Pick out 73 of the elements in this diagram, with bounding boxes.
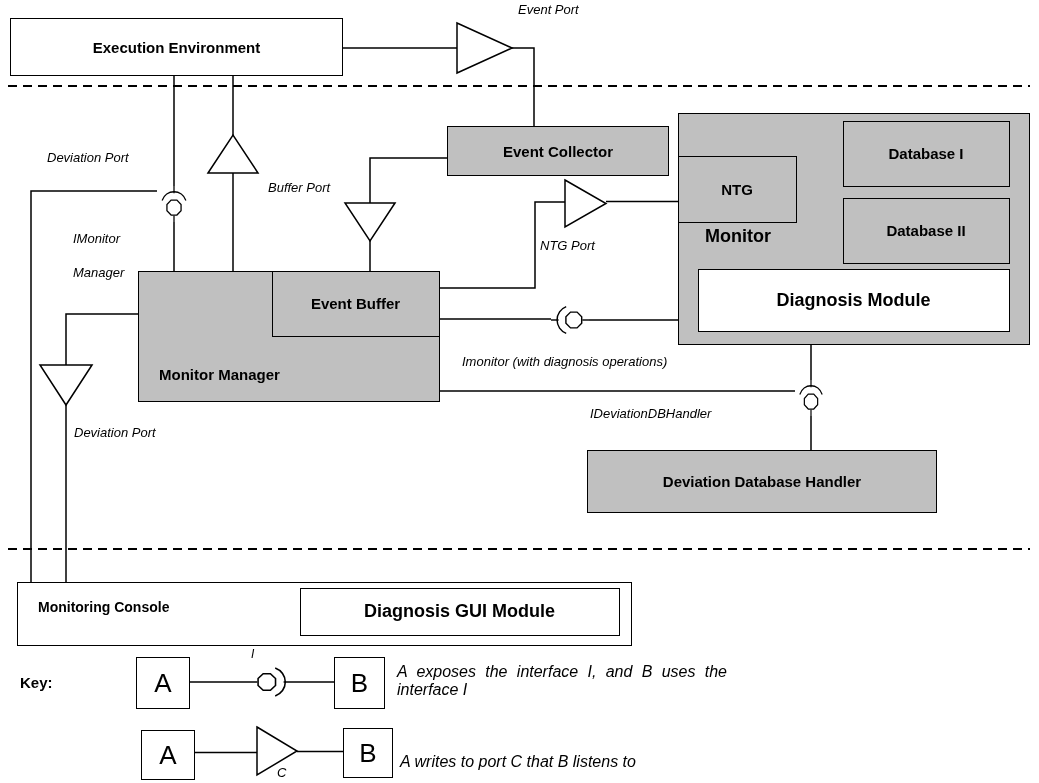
connector-line [810,415,812,451]
port-triangle [565,180,606,227]
port-label: Deviation Port [74,425,156,441]
component-box [842,120,1010,187]
port-triangle [457,23,512,73]
connector-line [810,344,812,381]
interface-label: IDeviationDBHandler [590,406,712,422]
box-label: Database I [888,145,964,162]
connector-line [30,190,158,583]
connector-line [65,313,139,366]
connector-line [232,75,234,136]
connector-line [173,75,175,187]
key-title: Key: [20,674,54,691]
port-label: C [277,765,287,781]
box-label: A [159,739,177,771]
connector-line [588,319,679,321]
connector-line [605,200,679,203]
connector-line [511,47,535,127]
box-label: Event Buffer [310,295,401,312]
component-box [136,657,190,709]
box-label: Event Collector [503,142,613,160]
box-label: Monitor Manager [159,366,280,383]
component-box [678,113,1030,345]
connector-line [291,681,335,683]
port-label: Buffer Port [268,180,331,196]
key-description: A writes to port C that B listens to [400,753,637,772]
component-box [334,657,385,709]
component-box [138,271,440,402]
box-label: Diagnosis GUI Module [364,601,555,622]
port-triangle [40,365,92,405]
component-box [447,126,669,176]
component-box [141,730,195,780]
box-label: A [154,667,172,699]
box-label: Database II [886,222,966,239]
port-label: Event Port [518,2,579,18]
box-label: Execution Environment [92,38,261,56]
component-box [587,450,937,513]
component-box [17,582,632,646]
port-label: NTG Port [540,238,595,254]
component-box [842,197,1010,264]
box-label: Deviation Database Handler [662,473,862,490]
connector-line [296,750,344,753]
connector-line [173,221,175,272]
port-label: I [251,647,255,662]
connector-line [194,751,258,754]
port-triangle [208,135,258,173]
component-box [343,728,393,778]
component-box [677,155,797,223]
connector-line [65,404,67,583]
box-label: B [350,667,369,699]
component-box [271,270,440,337]
box-label: NTG [721,180,753,198]
connector-line [232,172,234,272]
component-box [299,587,620,636]
connector-line [189,681,251,683]
box-label: Diagnosis Module [776,289,931,311]
connector-line [342,47,458,49]
component-box [697,268,1010,332]
connector-line [439,390,796,392]
component-box [10,18,343,76]
box-label: Monitoring Console [38,599,170,615]
box-label: B [359,737,377,769]
port-label: Deviation Port [47,150,129,166]
key-description: A exposes the interface I, and B uses the interface I [397,663,727,700]
connector-line [369,240,371,272]
box-label: Monitor [705,226,771,247]
connector-line [439,318,552,320]
port-triangle [345,203,395,241]
connector-line [369,157,448,204]
connector-line [439,201,566,289]
port-label: IMonitor Manager [73,230,126,282]
port-label: Imonitor (with diagnosis operations) [462,354,668,370]
port-triangle [257,727,297,775]
